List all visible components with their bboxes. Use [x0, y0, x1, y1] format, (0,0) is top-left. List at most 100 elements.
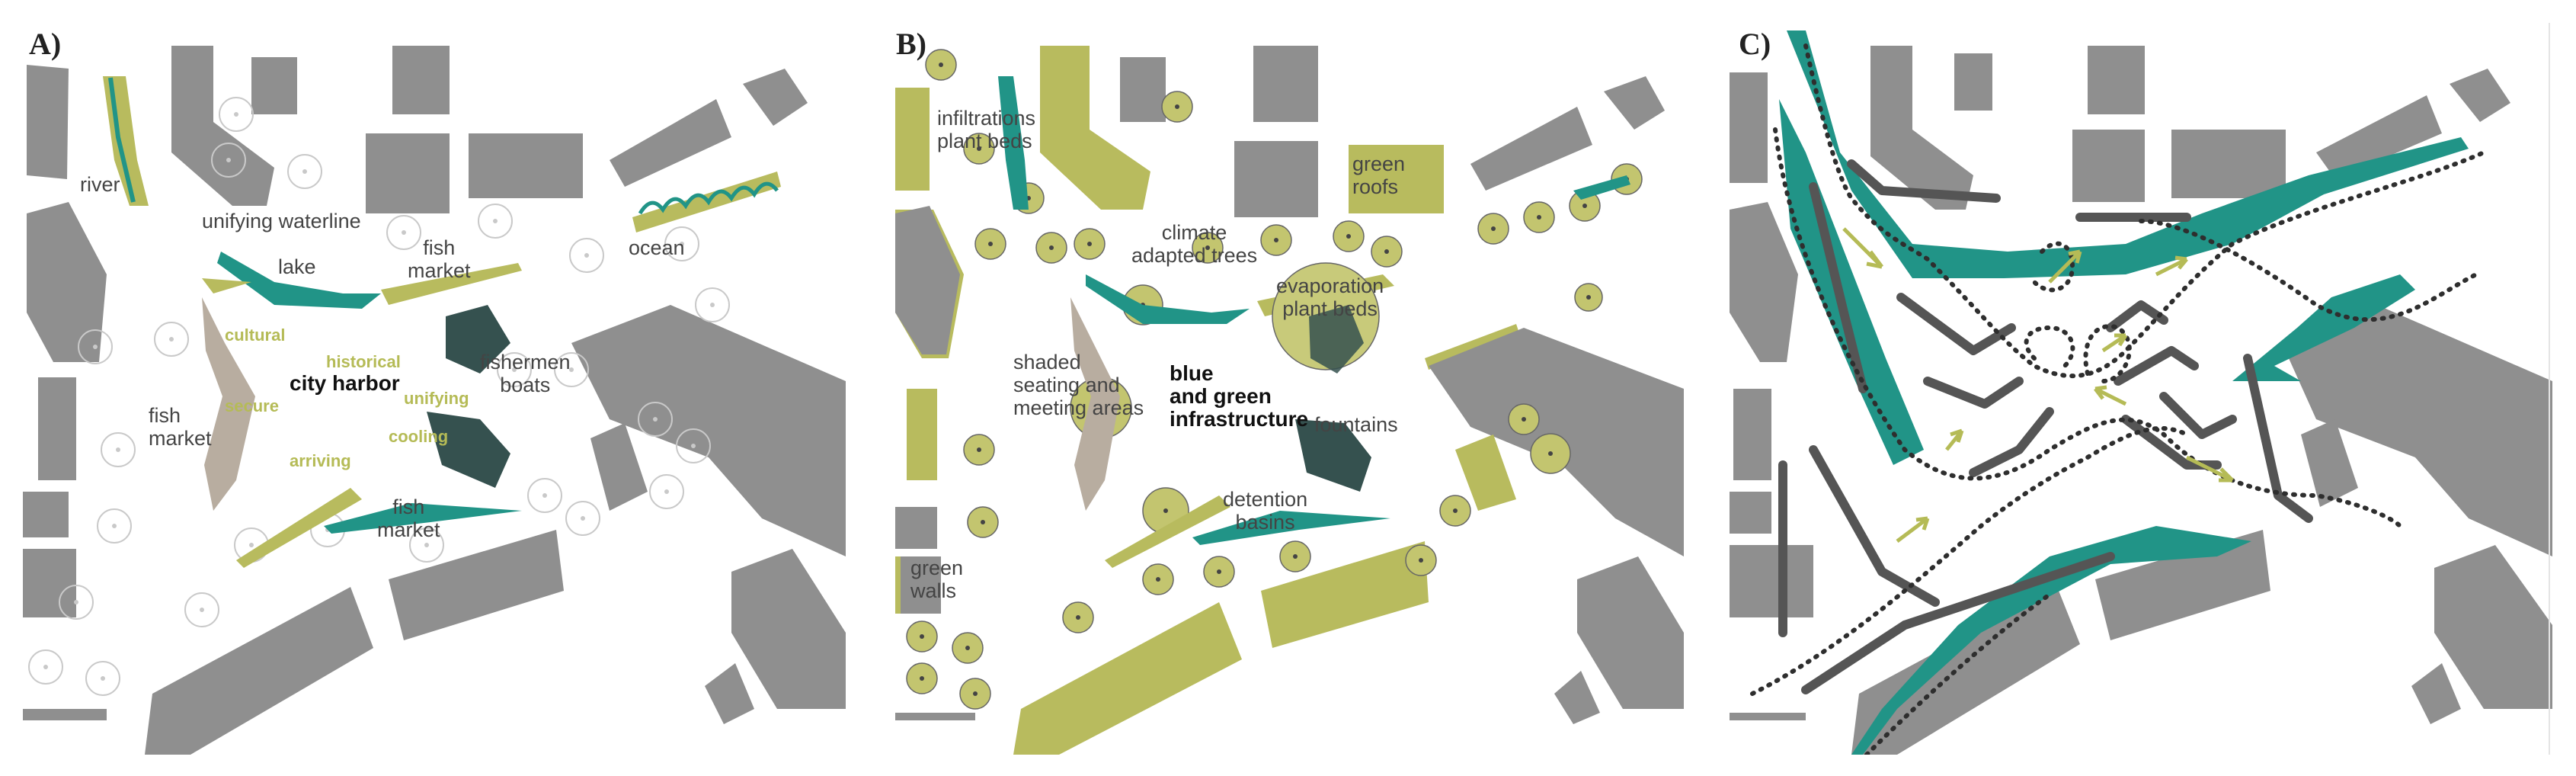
label-blue-green-line1: blue	[1170, 361, 1214, 385]
climate-tree	[1074, 228, 1106, 260]
label-fish-market-bottom-line2: market	[377, 518, 440, 541]
building	[731, 549, 846, 709]
wall	[1809, 182, 1867, 393]
tree	[638, 402, 673, 437]
plant-bed-building	[895, 88, 930, 191]
fish-market-left	[202, 297, 255, 511]
label-fishermen-boats-line2: boats	[500, 374, 551, 396]
building	[2171, 130, 2286, 198]
building	[27, 202, 107, 362]
climate-tree	[1333, 220, 1365, 252]
building	[895, 206, 960, 354]
panel-a-water-features	[103, 76, 781, 232]
climate-tree	[1142, 563, 1174, 595]
tree	[695, 287, 730, 322]
label-infiltrations-line2: plant beds	[937, 130, 1032, 152]
label-blue-green-line2: and green	[1170, 384, 1272, 408]
climate-tree	[1062, 601, 1094, 633]
label-shaded-line3: meeting areas	[1013, 396, 1144, 419]
building	[2088, 46, 2145, 114]
label-fish-market-top-line1: fish	[423, 236, 456, 259]
climate-tree	[906, 662, 938, 694]
label-fish-market-left-line1: fish	[149, 404, 181, 427]
building	[23, 492, 69, 537]
building	[1730, 713, 1806, 720]
climate-tree	[1035, 232, 1067, 264]
tree	[478, 204, 513, 239]
label-green-walls-line2: walls	[910, 579, 957, 602]
label-city-harbor: city harbor	[290, 371, 400, 395]
building	[1954, 53, 1992, 111]
plant-bed-building-bottom	[1261, 541, 1429, 648]
infiltrations-plant-bed	[1040, 46, 1150, 210]
climate-tree	[1192, 232, 1224, 264]
building	[1730, 492, 1771, 534]
label-cooling: cooling	[389, 427, 449, 446]
building	[366, 133, 450, 213]
tree	[101, 432, 136, 467]
label-secure: secure	[225, 396, 279, 415]
flow-arrow	[1896, 516, 1930, 543]
building	[705, 663, 754, 724]
walking-path	[2083, 324, 2132, 383]
infiltration-strip	[998, 76, 1029, 210]
green-wall-strip	[895, 556, 901, 614]
building	[1730, 72, 1768, 183]
panel-c-walls	[1778, 159, 2313, 694]
wall	[1896, 293, 2016, 355]
fountains	[1295, 419, 1371, 492]
climate-tree	[1508, 403, 1540, 435]
tree	[554, 352, 589, 387]
green-walls-building	[895, 556, 941, 614]
building	[2411, 663, 2461, 724]
building	[590, 423, 648, 511]
green-roofs	[1349, 145, 1444, 213]
panel-a-buildings	[23, 46, 846, 755]
label-blue-green-line3: infrastructure	[1170, 407, 1309, 431]
building	[2282, 305, 2552, 556]
building	[571, 305, 846, 556]
shaded-seating	[1070, 297, 1120, 511]
building	[1234, 141, 1318, 217]
label-shaded-line2: seating and	[1013, 374, 1120, 396]
climate-tree	[963, 434, 995, 466]
tree	[409, 527, 444, 563]
climate-tree	[1371, 236, 1403, 268]
panel-b-buildings	[895, 46, 1684, 755]
building	[23, 549, 76, 617]
label-fishermen-boats-line1: fishermen	[480, 351, 571, 374]
tree	[565, 501, 600, 536]
arriving-plantbed	[236, 488, 362, 568]
climate-tree	[963, 133, 995, 165]
river-line	[108, 77, 136, 203]
label-shaded-line1: shaded	[1013, 351, 1081, 374]
building	[38, 377, 76, 480]
flow-arrow	[1945, 428, 1964, 451]
fishermen-boats	[446, 305, 510, 374]
tree	[59, 585, 94, 620]
evaporation-teal	[1573, 175, 1630, 200]
flow-arrow	[2185, 455, 2234, 483]
tree	[97, 508, 132, 544]
climate-tree	[925, 49, 957, 81]
flow-arrow	[2101, 333, 2128, 353]
building	[895, 713, 975, 720]
walking-path	[1803, 43, 2486, 379]
building	[251, 57, 297, 114]
flow-arrow	[2155, 255, 2188, 277]
building	[1604, 76, 1665, 130]
building	[1870, 46, 1973, 210]
fishermen-boats-2	[427, 412, 510, 488]
building	[1577, 556, 1684, 709]
building	[171, 46, 274, 206]
building	[1730, 202, 1798, 362]
tree	[219, 97, 254, 132]
label-river: river	[80, 173, 120, 196]
